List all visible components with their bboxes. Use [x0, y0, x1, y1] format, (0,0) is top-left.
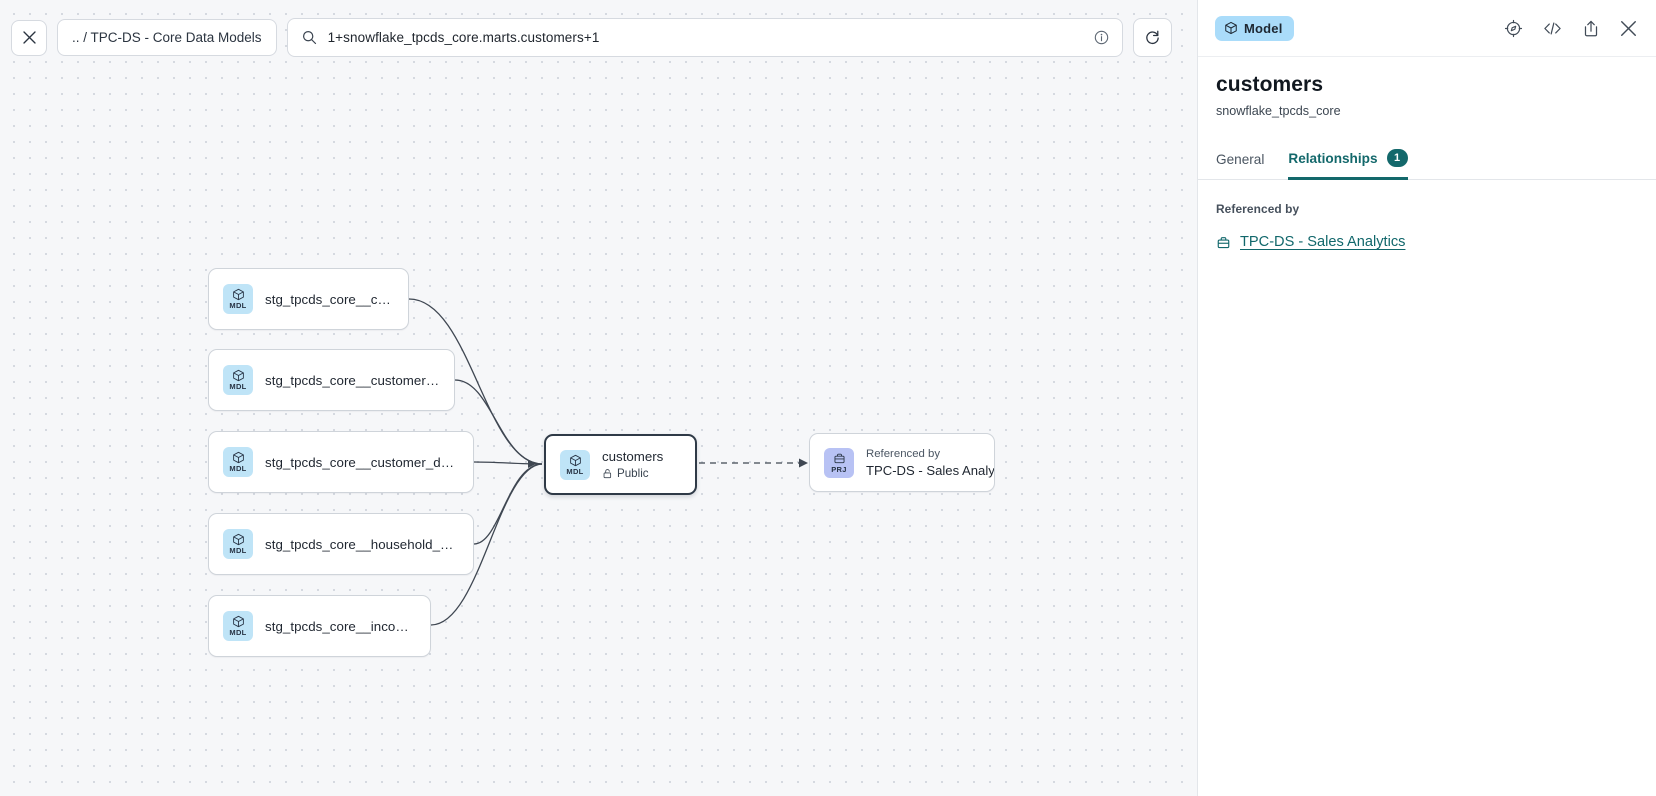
edge-customer-address-to-customers — [454, 379, 543, 465]
node-label: stg_tpcds_core__customer — [265, 291, 394, 307]
node-kicker: Referenced by — [866, 447, 941, 460]
page-title: customers — [1216, 73, 1324, 96]
node-visibility: Public — [602, 467, 663, 480]
breadcrumb[interactable]: .. / TPC-DS - Core Data Models — [57, 19, 277, 56]
model-badge: MDL — [560, 449, 590, 480]
model-badge: MDL — [223, 447, 253, 477]
node-label: stg_tpcds_core__customer_demogra… — [265, 454, 459, 470]
tab-count-badge: 1 — [1386, 149, 1408, 167]
badge-label: MDL — [229, 301, 247, 310]
panel-actions — [1504, 19, 1638, 38]
search-icon — [302, 30, 316, 45]
referenced-by-link[interactable]: TPC-DS - Sales Analytics — [1240, 234, 1406, 250]
node-label: stg_tpcds_core__income_band — [265, 618, 416, 634]
model-badge: MDL — [223, 611, 253, 641]
node-text: customers Public — [602, 449, 663, 480]
tab-relationships[interactable]: Relationships 1 — [1288, 149, 1408, 180]
project-badge: PRJ — [824, 447, 854, 478]
lineage-icon[interactable] — [1504, 19, 1523, 38]
badge-label: MDL — [229, 382, 247, 391]
code-icon[interactable] — [1542, 19, 1563, 38]
lineage-node[interactable]: MDL stg_tpcds_core__customer — [208, 268, 409, 330]
cube-icon — [232, 615, 244, 628]
edge-household-demographics-to-customers — [473, 463, 543, 545]
tab-general[interactable]: General — [1216, 152, 1264, 180]
model-badge: MDL — [223, 365, 253, 395]
details-panel: Model — [1197, 0, 1656, 796]
edge-arrowheads — [528, 460, 536, 468]
referenced-by-item[interactable]: TPC-DS - Sales Analytics — [1216, 234, 1638, 250]
section-label: Referenced by — [1216, 202, 1300, 216]
cube-icon — [569, 454, 581, 466]
search-input[interactable]: 1+snowflake_tpcds_core.marts.customers+1 — [327, 30, 600, 45]
lineage-node-selected[interactable]: MDL customers Public — [544, 434, 697, 495]
lineage-search[interactable]: 1+snowflake_tpcds_core.marts.customers+1 — [286, 18, 1123, 57]
close-icon — [22, 31, 36, 44]
page-subtitle: snowflake_tpcds_core — [1216, 104, 1341, 118]
project-icon — [834, 453, 844, 463]
lineage-node[interactable]: MDL stg_tpcds_core__household_demogr… — [208, 513, 474, 575]
refresh-icon — [1145, 30, 1159, 44]
details-panel-header: Model — [1198, 0, 1656, 57]
cube-icon — [1225, 21, 1237, 35]
lineage-canvas[interactable]: .. / TPC-DS - Core Data Models 1+snowfla… — [0, 0, 1197, 796]
node-label: stg_tpcds_core__customer_address — [265, 372, 440, 388]
cube-icon — [232, 451, 244, 464]
lineage-node[interactable]: MDL stg_tpcds_core__customer_demogra… — [208, 431, 474, 493]
lineage-edges — [408, 298, 808, 626]
canvas-toolbar: .. / TPC-DS - Core Data Models 1+snowfla… — [0, 0, 1197, 75]
project-icon — [1217, 236, 1230, 248]
info-icon[interactable] — [1094, 30, 1109, 45]
node-title: TPC-DS - Sales Analytics — [866, 462, 995, 478]
tab-label: General — [1216, 152, 1265, 167]
badge-label: MDL — [229, 464, 247, 473]
cube-icon — [232, 369, 244, 382]
arrowhead-project — [799, 458, 808, 468]
lineage-node[interactable]: MDL stg_tpcds_core__customer_address — [208, 349, 455, 411]
breadcrumb-label: .. / TPC-DS - Core Data Models — [72, 30, 262, 45]
tab-label: Relationships — [1288, 150, 1378, 166]
badge-label: PRJ — [831, 464, 847, 474]
share-icon[interactable] — [1582, 19, 1600, 38]
node-label: stg_tpcds_core__household_demogr… — [265, 536, 459, 552]
model-badge: MDL — [223, 284, 253, 314]
close-lineage-button[interactable] — [11, 19, 47, 56]
lineage-node-project[interactable]: PRJ Referenced by TPC-DS - Sales Analyti… — [809, 433, 995, 492]
badge-label: MDL — [229, 628, 247, 637]
badge-label: MDL — [566, 466, 584, 476]
edge-income-band-to-customers — [430, 463, 543, 626]
node-text: Referenced by TPC-DS - Sales Analytics — [866, 447, 995, 478]
cube-icon — [232, 288, 244, 301]
details-header: customers snowflake_tpcds_core — [1198, 57, 1656, 118]
model-type-chip[interactable]: Model — [1215, 15, 1294, 41]
badge-label: MDL — [229, 546, 247, 555]
node-visibility-label: Public — [617, 467, 649, 480]
refresh-button[interactable] — [1132, 18, 1172, 57]
details-tabs: General Relationships 1 — [1198, 144, 1656, 180]
close-icon[interactable] — [1619, 19, 1638, 38]
relationships-body: Referenced by TPC-DS - Sales Analytics — [1198, 180, 1656, 250]
unlock-icon — [603, 469, 612, 479]
lineage-node[interactable]: MDL stg_tpcds_core__income_band — [208, 595, 431, 657]
cube-icon — [232, 533, 244, 546]
model-chip-label: Model — [1244, 20, 1283, 36]
model-badge: MDL — [223, 529, 253, 559]
node-title: customers — [602, 449, 664, 464]
